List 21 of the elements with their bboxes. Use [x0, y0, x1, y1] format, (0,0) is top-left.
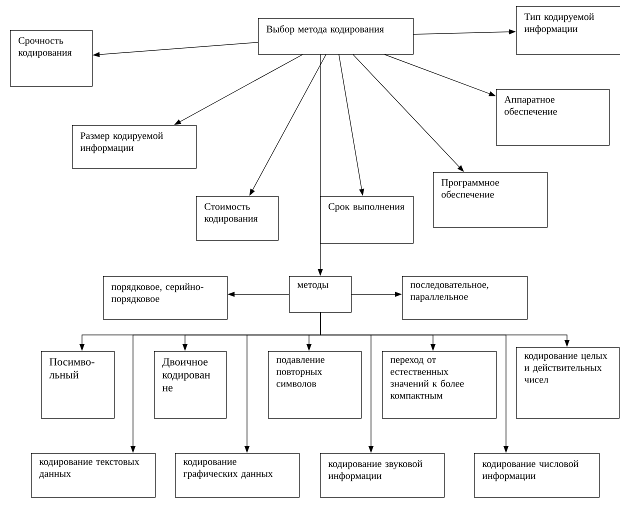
text-box: Размер кодируемой информации	[72, 125, 197, 169]
text-box: подавление повторных символов	[268, 350, 362, 419]
text-box: кодирование текстовых данных	[31, 452, 156, 498]
text-box: последовательное, параллельное	[402, 276, 528, 320]
text-box: методы	[289, 276, 352, 313]
text-box: Программное обеспечение	[433, 172, 548, 228]
text-box: кодирование графических данных	[175, 452, 300, 498]
text-box: Тип кодируемой информации	[516, 6, 620, 55]
text-box: Срочность кодирования	[10, 30, 93, 87]
arrow	[174, 54, 303, 125]
text-box: Двоичное кодирован не	[154, 350, 227, 419]
text-box: Стоимость кодирования	[196, 196, 279, 241]
text-box: Посимво-льный	[41, 350, 115, 419]
text-box: Аппаратное обеспечение	[496, 89, 610, 146]
text-box: переход от естественных значений к более компактным	[382, 350, 497, 419]
text-box: порядковое, серийно-порядковое	[103, 276, 228, 320]
text-box: кодирование числовой информации	[474, 452, 600, 498]
text-box: Срок выполнения	[320, 196, 414, 244]
text-box: кодирование целых и действительных чисел	[516, 346, 620, 419]
text-box: Выбор метода кодирования	[258, 18, 414, 55]
text-box: кодирование звуковой информации	[320, 452, 445, 498]
